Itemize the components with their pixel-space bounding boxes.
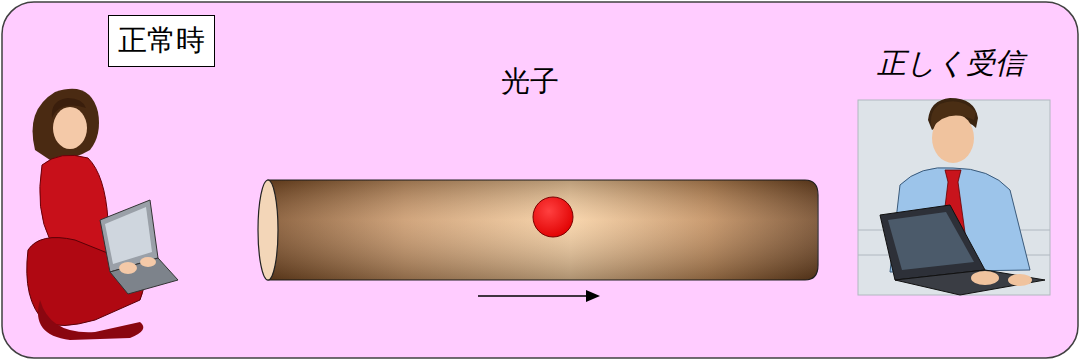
direction-arrow <box>478 290 600 302</box>
photon-label: 光子 <box>501 62 559 102</box>
scene-tag-box: 正常時 <box>108 15 215 67</box>
fiber-tube <box>258 180 818 280</box>
status-label: 正しく受信 <box>877 44 1024 84</box>
photon-dot <box>533 197 573 237</box>
scene-tag: 正常時 <box>118 21 205 61</box>
receiver-figure <box>858 98 1050 295</box>
sender-figure <box>27 89 178 340</box>
